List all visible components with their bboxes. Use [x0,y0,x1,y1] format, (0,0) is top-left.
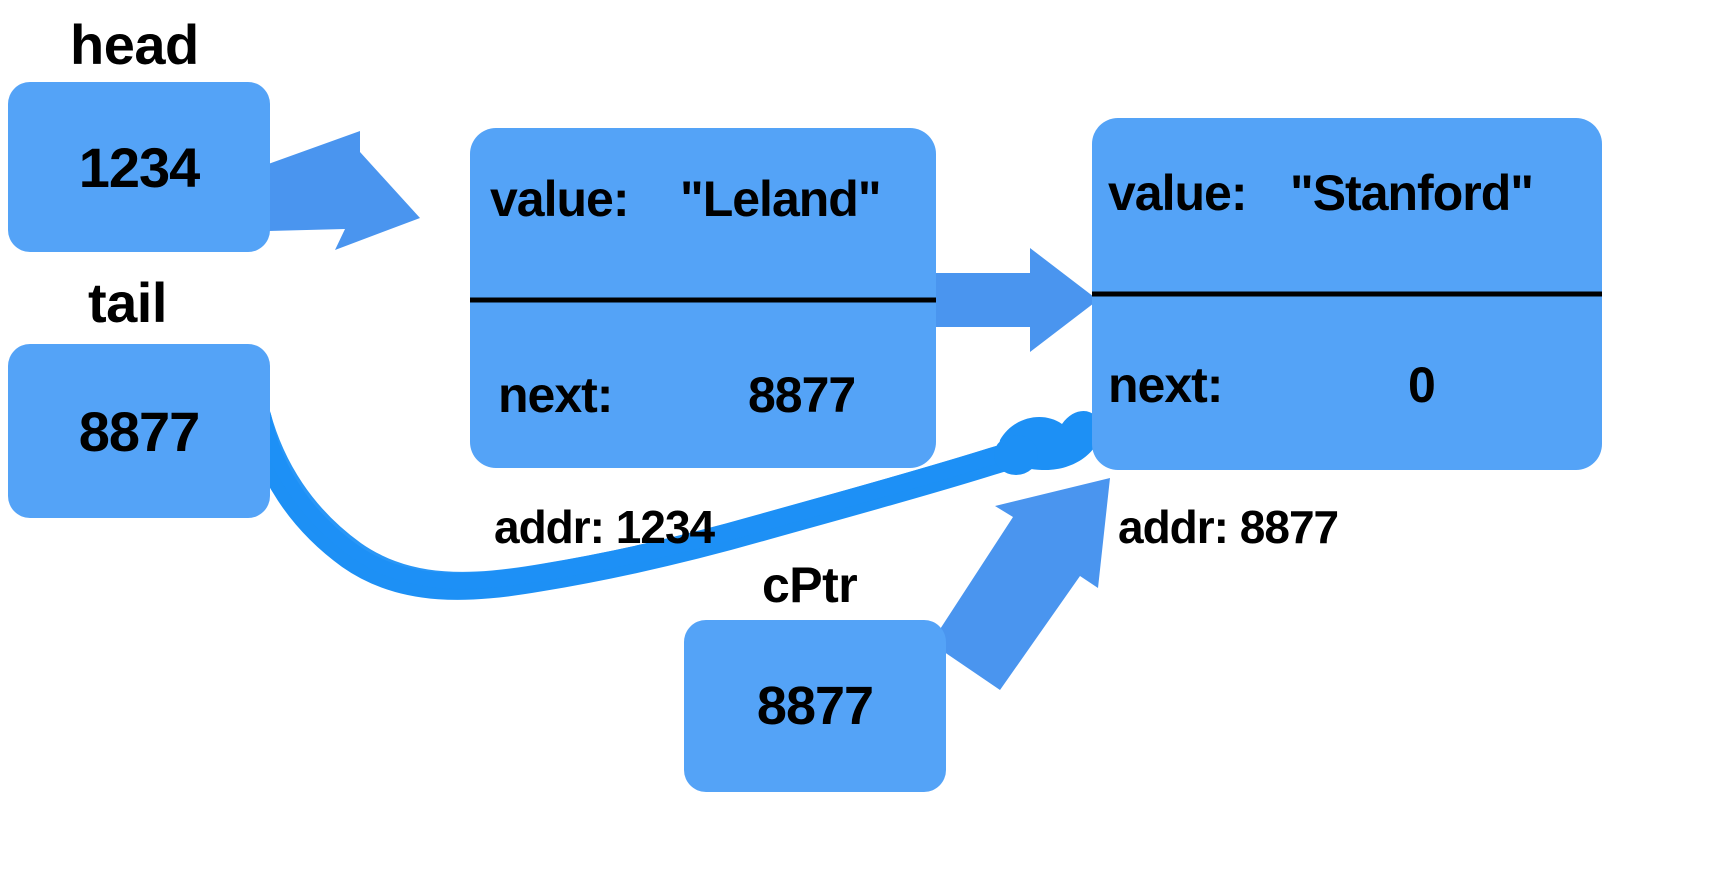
node-leland-value-row: value: "Leland" [470,128,936,303]
tail-pointer-value: 8877 [78,399,201,463]
node-stanford-addr-label: addr: 8877 [1118,501,1339,553]
cptr-pointer-box[interactable]: 8877 [684,620,946,792]
node-leland[interactable]: value: "Leland" next: 8877 [470,128,936,468]
node-stanford-value-key: value: [1108,165,1248,221]
node-leland-next-row: next: 8877 [470,298,936,468]
cptr-pointer-value: 8877 [756,676,874,736]
node-leland-addr-label: addr: 1234 [494,501,715,553]
node-stanford[interactable]: value: "Stanford" next: 0 [1092,118,1602,470]
node-leland-next-text: 8877 [748,367,856,423]
node-stanford-next-key: next: [1108,357,1223,413]
tail-pointer-box[interactable]: 8877 [8,344,270,518]
node-leland-divider [470,297,936,303]
head-pointer-value: 1234 [78,135,201,199]
cptr-pointer-label: cPtr [762,557,858,613]
leland-to-stanford-arrow [927,248,1098,352]
node-stanford-value-row: value: "Stanford" [1092,118,1602,297]
node-stanford-next-row: next: 0 [1092,294,1602,470]
node-stanford-divider [1092,291,1602,297]
head-pointer-box[interactable]: 1234 [8,82,270,252]
node-leland-value-text: "Leland" [680,171,882,227]
node-leland-next-key: next: [498,367,613,423]
node-stanford-value-text: "Stanford" [1290,165,1534,221]
node-leland-value-key: value: [490,171,630,227]
tail-pointer-label: tail [88,271,167,334]
cptr-to-stanford-arrow [931,478,1110,690]
node-stanford-next-text: 0 [1408,357,1436,413]
head-pointer-label: head [70,13,199,76]
